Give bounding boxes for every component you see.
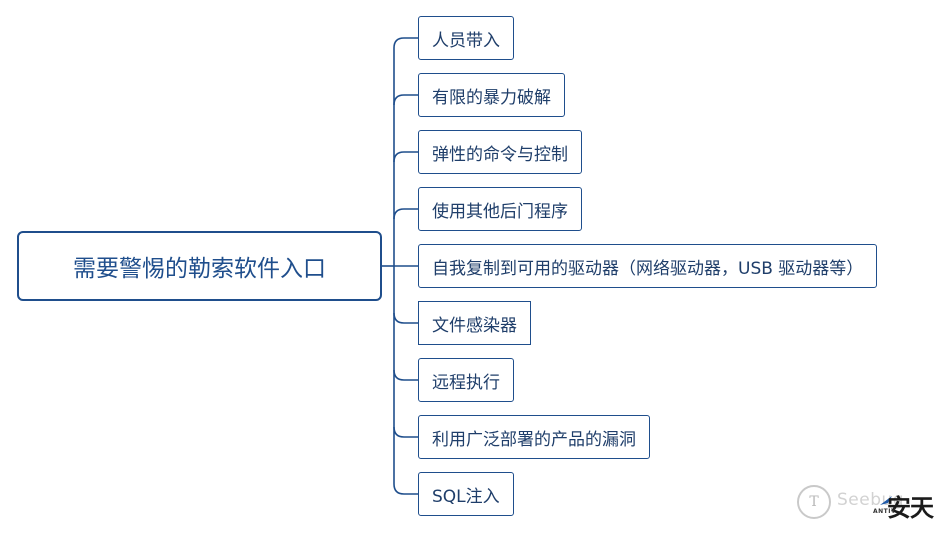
watermark: T Seebug 安天 ANTIY: [797, 480, 937, 524]
branch-label: 弹性的命令与控制: [432, 144, 568, 165]
branch-node-self-replicate: 自我复制到可用的驱动器（网络驱动器，USB 驱动器等）: [418, 244, 878, 288]
antiy-logo: 安天 ANTIY: [873, 484, 935, 522]
branch-node-command-control: 弹性的命令与控制: [418, 130, 582, 174]
branch-node-remote-exec: 远程执行: [418, 358, 514, 402]
branch-node-sql-injection: SQL注入: [418, 472, 514, 516]
branch-label: SQL注入: [432, 486, 500, 507]
root-node: 需要警惕的勒索软件入口: [17, 231, 382, 301]
seebug-logo-icon: T: [797, 485, 831, 519]
branch-connector: [393, 151, 418, 163]
branch-node-file-infector: 文件感染器: [418, 301, 531, 345]
antiy-brand: 安天: [887, 494, 934, 522]
branch-connector: [393, 426, 418, 438]
branch-connector: [393, 312, 418, 324]
branch-node-other-backdoor: 使用其他后门程序: [418, 187, 582, 231]
branch-node-brute-force: 有限的暴力破解: [418, 73, 565, 117]
branch-label: 文件感染器: [432, 315, 517, 336]
branch-label: 人员带入: [432, 30, 500, 51]
watermark-text: Seebug: [837, 490, 905, 510]
branch-node-personnel: 人员带入: [418, 16, 514, 60]
branch-node-vuln-exploit: 利用广泛部署的产品的漏洞: [418, 415, 650, 459]
branch-label: 远程执行: [432, 372, 500, 393]
branch-connector: [393, 94, 418, 106]
branch-label: 使用其他后门程序: [432, 201, 568, 222]
root-label: 需要警惕的勒索软件入口: [73, 256, 326, 282]
antiy-sub: ANTIY: [873, 508, 896, 515]
branch-label: 利用广泛部署的产品的漏洞: [432, 429, 636, 450]
spine-curve-bottom: [393, 483, 418, 495]
wing-icon: [880, 496, 892, 505]
branch-label: 自我复制到可用的驱动器（网络驱动器，USB 驱动器等）: [432, 258, 864, 279]
branch-connector: [393, 208, 418, 220]
branch-label: 有限的暴力破解: [432, 87, 551, 108]
spine-curve-top: [393, 37, 418, 49]
branch-connector: [393, 369, 418, 381]
